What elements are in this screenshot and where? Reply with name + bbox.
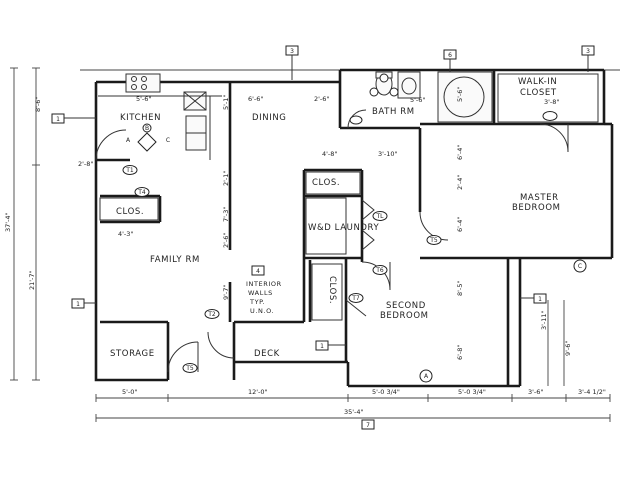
- label-uno: U.N.O.: [250, 307, 274, 315]
- svg-text:T5: T5: [429, 237, 438, 244]
- svg-text:2'-6": 2'-6": [222, 233, 230, 248]
- svg-text:A: A: [126, 137, 131, 144]
- kitchen-fixtures: [95, 73, 222, 161]
- svg-text:2'-4": 2'-4": [456, 175, 464, 190]
- svg-text:2'-6": 2'-6": [314, 95, 329, 103]
- svg-text:3'-10": 3'-10": [378, 150, 398, 158]
- label-laundry: W&D LAUNDRY: [308, 223, 380, 233]
- svg-text:1: 1: [320, 343, 324, 350]
- svg-text:4'-8": 4'-8": [322, 150, 337, 158]
- svg-text:5'-1": 5'-1": [222, 95, 230, 110]
- svg-text:3: 3: [290, 48, 294, 55]
- dimension-labels: 5'-6" 6'-6" 2'-6" 5'-6" 3'-8" 2'-8" 4'-3…: [4, 87, 606, 416]
- svg-text:3'-6": 3'-6": [528, 388, 543, 396]
- svg-text:T2: T2: [207, 311, 216, 318]
- svg-text:7'-3": 7'-3": [222, 207, 230, 222]
- label-second: SECOND: [386, 301, 426, 311]
- svg-text:5'-0": 5'-0": [122, 388, 137, 396]
- svg-text:2'-1": 2'-1": [222, 171, 230, 186]
- svg-text:C: C: [578, 263, 582, 270]
- svg-text:T5: T5: [185, 365, 194, 372]
- svg-text:B: B: [145, 125, 149, 132]
- svg-text:1: 1: [56, 116, 60, 123]
- svg-text:1: 1: [538, 296, 542, 303]
- svg-text:1: 1: [76, 301, 80, 308]
- svg-text:8'-6": 8'-6": [34, 97, 42, 112]
- label-clos-c: CLOS.: [327, 276, 337, 304]
- svg-text:6: 6: [448, 52, 452, 59]
- bath-fixtures: [347, 71, 493, 129]
- svg-text:5'-6": 5'-6": [456, 87, 464, 102]
- svg-text:9'-6": 9'-6": [564, 341, 572, 356]
- svg-text:4: 4: [256, 268, 260, 275]
- label-master-bedroom: BEDROOM: [512, 203, 561, 213]
- svg-text:37'-4": 37'-4": [4, 212, 12, 232]
- label-dining: DINING: [252, 113, 286, 123]
- closet-details: [99, 73, 599, 321]
- svg-text:35'-4": 35'-4": [344, 408, 364, 416]
- label-master: MASTER: [520, 193, 559, 203]
- svg-text:T1: T1: [125, 167, 134, 174]
- svg-text:5'-0 3/4": 5'-0 3/4": [458, 388, 486, 396]
- label-family: FAMILY RM: [150, 255, 200, 265]
- svg-text:9'-7": 9'-7": [222, 285, 230, 300]
- label-typ: TYP.: [249, 298, 265, 306]
- svg-text:T7: T7: [351, 295, 360, 302]
- svg-text:C: C: [166, 137, 170, 144]
- dimension-lines: [10, 67, 620, 422]
- svg-text:5'-0 3/4": 5'-0 3/4": [372, 388, 400, 396]
- svg-text:7: 7: [366, 422, 370, 429]
- label-walk-in: WALK-IN: [518, 77, 557, 87]
- svg-text:3'-4 1/2": 3'-4 1/2": [578, 388, 606, 396]
- svg-text:6'-4": 6'-4": [456, 217, 464, 232]
- svg-text:6'-8": 6'-8": [456, 345, 464, 360]
- svg-text:3'-8": 3'-8": [544, 98, 559, 106]
- svg-text:12'-0": 12'-0": [248, 388, 268, 396]
- label-interior: INTERIOR: [246, 280, 282, 288]
- label-bath: BATH RM: [372, 107, 415, 117]
- label-second-bedroom: BEDROOM: [380, 311, 429, 321]
- room-labels: KITCHEN DINING BATH RM WALK-IN CLOSET MA…: [110, 77, 561, 359]
- label-storage: STORAGE: [110, 349, 155, 359]
- svg-text:5'-6": 5'-6": [410, 96, 425, 104]
- svg-text:21'-7": 21'-7": [28, 270, 36, 290]
- label-kitchen: KITCHEN: [120, 113, 161, 123]
- label-walls: WALLS: [248, 289, 273, 297]
- label-closet: CLOSET: [520, 88, 557, 98]
- svg-text:TL: TL: [375, 213, 384, 220]
- svg-text:8'-5": 8'-5": [456, 281, 464, 296]
- svg-text:T4: T4: [137, 189, 146, 196]
- svg-text:3'-11": 3'-11": [540, 310, 548, 330]
- svg-text:5'-6": 5'-6": [136, 95, 151, 103]
- svg-text:2'-8": 2'-8": [78, 160, 93, 168]
- svg-text:T6: T6: [375, 267, 384, 274]
- svg-text:4'-3": 4'-3": [118, 230, 133, 238]
- svg-text:3: 3: [586, 48, 590, 55]
- svg-text:6'-6": 6'-6": [248, 95, 263, 103]
- label-deck: DECK: [254, 349, 280, 359]
- svg-text:A: A: [424, 373, 429, 380]
- svg-text:6'-4": 6'-4": [456, 145, 464, 160]
- label-clos-a: CLOS.: [312, 178, 340, 188]
- label-clos-b: CLOS.: [116, 207, 144, 217]
- key-tags: 1 1 1 1 3 3 6 4 7 B A C C: [51, 45, 595, 430]
